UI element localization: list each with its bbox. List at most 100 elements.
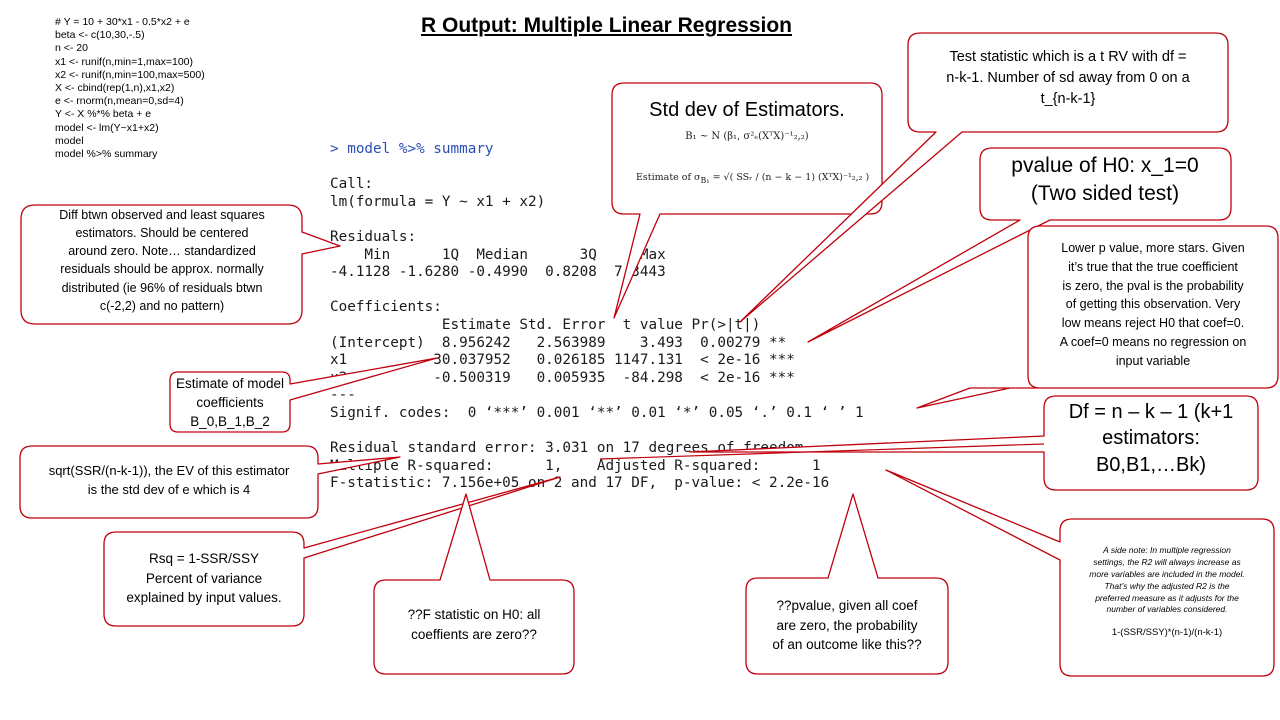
page-title: R Output: Multiple Linear Regression (420, 14, 793, 37)
callout-line: coefficients (196, 394, 264, 410)
callout-line: is the std dev of e which is 4 (87, 481, 251, 497)
code-line: beta <- c(10,30,-.5) (55, 29, 145, 42)
callout-line: Rsq = 1-SSR/SSY (149, 551, 259, 566)
formula-subscript: B₁ (700, 175, 710, 185)
code-line: model (55, 134, 84, 147)
callout-rse: sqrt(SSR/(n-k-1)), the EV of this estima… (22, 462, 316, 500)
r-command: > model %>% summary (330, 141, 494, 157)
callout-line: B0,B1,…Bk) (1095, 453, 1207, 476)
output-line: x2 -0.500319 0.005935 -84.298 < 2e-16 **… (330, 369, 795, 386)
callout-coefficients: Estimate of model coefficients B_0,B_1,B… (172, 375, 288, 432)
callout-line: ??F statistic on H0: all (407, 607, 541, 622)
callout-df-shape (689, 395, 1259, 491)
code-line: e <- rnorm(n,mean=0,sd=4) (55, 95, 184, 108)
callout-line: Df = n – k – 1 (k+1 (1068, 401, 1234, 423)
callout-coefficients-shape (169, 357, 438, 433)
output-line: F-statistic: 7.156e+05 on 2 and 17 DF, p… (330, 475, 830, 492)
callout-line: coeffients are zero?? (411, 626, 537, 642)
callout-fstat: ??F statistic on H0: all coeffients are … (376, 605, 572, 644)
connector-r-squared (599, 443, 1045, 460)
r-code-block: # Y = 10 + 30*x1 - 0.5*x2 + e beta <- c(… (55, 16, 205, 161)
callout-line: around zero. Note… standardized (68, 244, 256, 259)
output-line: Multiple R-squared: 1, Adjusted R-square… (330, 457, 821, 474)
formula-distribution: B₁ ~ N (β₁, σ²ₑ(XᵀX)⁻¹₂,₂) (685, 131, 809, 142)
callout-heading: Std dev of Estimators. (649, 99, 845, 121)
callout-line: Diff btwn observed and least squares (59, 208, 265, 222)
callout-residuals: Diff btwn observed and least squares est… (24, 206, 300, 315)
callout-sidenote: A side note: In multiple regression sett… (1062, 545, 1272, 640)
formula-sigma-estimate: Estimate of σB₁ = √( SSᵣ / (n − k − 1) (… (636, 172, 869, 185)
callout-line: sqrt(SSR/(n-k-1)), the EV of this estima… (48, 463, 290, 478)
output-line: Min 1Q Median 3Q Max (330, 246, 666, 263)
output-line: Signif. codes: 0 ‘***’ 0.001 ‘**’ 0.01 ‘… (330, 404, 864, 421)
callout-line: B_0,B_1,B_2 (190, 413, 270, 429)
callout-line: A coef=0 means no regression on (1059, 334, 1247, 349)
adjusted-r2-formula: 1-(SSR/SSY)*(n-1)/(n-k-1) (1111, 627, 1223, 639)
callout-line: estimators. Should be centered (75, 226, 249, 241)
callout-line: explained by input values. (126, 590, 282, 606)
output-line: x1 30.037952 0.026185 1147.131 < 2e-16 *… (330, 352, 795, 369)
code-line: x1 <- runif(n,min=1,max=100) (55, 55, 194, 68)
callout-rsq: Rsq = 1-SSR/SSY Percent of variance expl… (106, 549, 302, 608)
callout-line: it’s true that the true coefficient (1068, 259, 1238, 274)
callout-pvalue: pvalue of H0: x_1=0 (Two sided test) (982, 152, 1228, 207)
callout-line: is zero, the pval is the probability (1062, 278, 1244, 293)
callout-line: preferred measure as it adjusts for the (1095, 592, 1239, 603)
callout-line: Percent of variance (145, 570, 263, 586)
code-line: n <- 20 (55, 42, 88, 55)
code-line: Y <- X %*% beta + e (55, 108, 152, 121)
callout-line: input variable (1115, 353, 1191, 368)
callout-stddev-shape (611, 82, 883, 319)
callout-line: c(-2,2) and no pattern) (99, 298, 225, 313)
callout-tstat: Test statistic which is a t RV with df =… (910, 47, 1226, 110)
callout-line: pvalue of H0: x_1=0 (1011, 154, 1199, 177)
callout-line: Estimate of model (175, 376, 285, 391)
callout-line: Lower p value, more stars. Given (1061, 241, 1245, 255)
callout-line: number of variables considered. (1106, 604, 1228, 615)
callout-line: (Two sided test) (1030, 181, 1180, 205)
callout-line: settings, the R2 will always increase as (1093, 556, 1241, 567)
callout-stddev: Std dev of Estimators. (614, 96, 880, 125)
callout-rse-shape (19, 445, 401, 519)
callout-residuals-shape (20, 204, 341, 325)
callout-line: Test statistic which is a t RV with df = (949, 49, 1187, 65)
callout-line: n-k-1. Number of sd away from 0 on a (946, 70, 1190, 87)
callout-line: That’s why the adjusted R2 is the (1104, 580, 1230, 591)
code-line: # Y = 10 + 30*x1 - 0.5*x2 + e (55, 16, 190, 28)
callout-fstat-shape (373, 493, 575, 675)
output-line: Estimate Std. Error t value Pr(>|t|) (330, 316, 761, 333)
callout-tstat-shape (739, 32, 1229, 323)
code-line: x2 <- runif(n,min=100,max=500) (55, 68, 205, 81)
callout-line: residuals should be approx. normally (60, 262, 264, 277)
code-line: model <- lm(Y~x1+x2) (55, 121, 159, 134)
callout-df: Df = n – k – 1 (k+1 estimators: B0,B1,…B… (1046, 399, 1256, 478)
callout-line: low means reject H0 that coef=0. (1061, 316, 1245, 330)
callout-stars: Lower p value, more stars. Given it’s tr… (1030, 239, 1276, 370)
callout-stars-shape (916, 225, 1279, 409)
output-line: Residuals: (330, 228, 417, 245)
code-line: model %>% summary (55, 148, 158, 161)
output-line: lm(formula = Y ~ x1 + x2) (330, 193, 546, 210)
output-line: (Intercept) 8.956242 2.563989 3.493 0.00… (330, 334, 787, 351)
callout-line: estimators: (1102, 427, 1200, 450)
formula-label: Estimate of σ (636, 172, 701, 183)
output-line: Coefficients: (330, 299, 442, 316)
code-line: X <- cbind(rep(1,n),x1,x2) (55, 82, 175, 95)
callout-line: A side note: In multiple regression (1103, 545, 1231, 555)
callout-line: ??pvalue, given all coef (776, 598, 918, 613)
output-line: Call: (330, 176, 374, 193)
callout-line: t_{n-k-1} (1040, 91, 1096, 108)
callout-pvalue-f-shape (745, 493, 949, 675)
callout-line: are zero, the probability (776, 617, 918, 633)
callout-pvalue-f: ??pvalue, given all coef are zero, the p… (748, 596, 946, 655)
formula-rhs: = √( SSᵣ / (n − k − 1) (XᵀX)⁻¹₂,₂ ) (712, 172, 870, 183)
callout-pvalue-shape (807, 147, 1232, 343)
callout-line: distributed (ie 96% of residuals btwn (61, 280, 263, 295)
callout-rsq-shape (103, 476, 561, 627)
callout-line: of getting this observation. Very (1065, 297, 1241, 312)
output-line: --- (330, 387, 356, 404)
callout-line: more variables are included in the model… (1089, 568, 1245, 579)
callout-sidenote-shape (885, 469, 1275, 677)
callout-line: of an outcome like this?? (772, 637, 922, 653)
